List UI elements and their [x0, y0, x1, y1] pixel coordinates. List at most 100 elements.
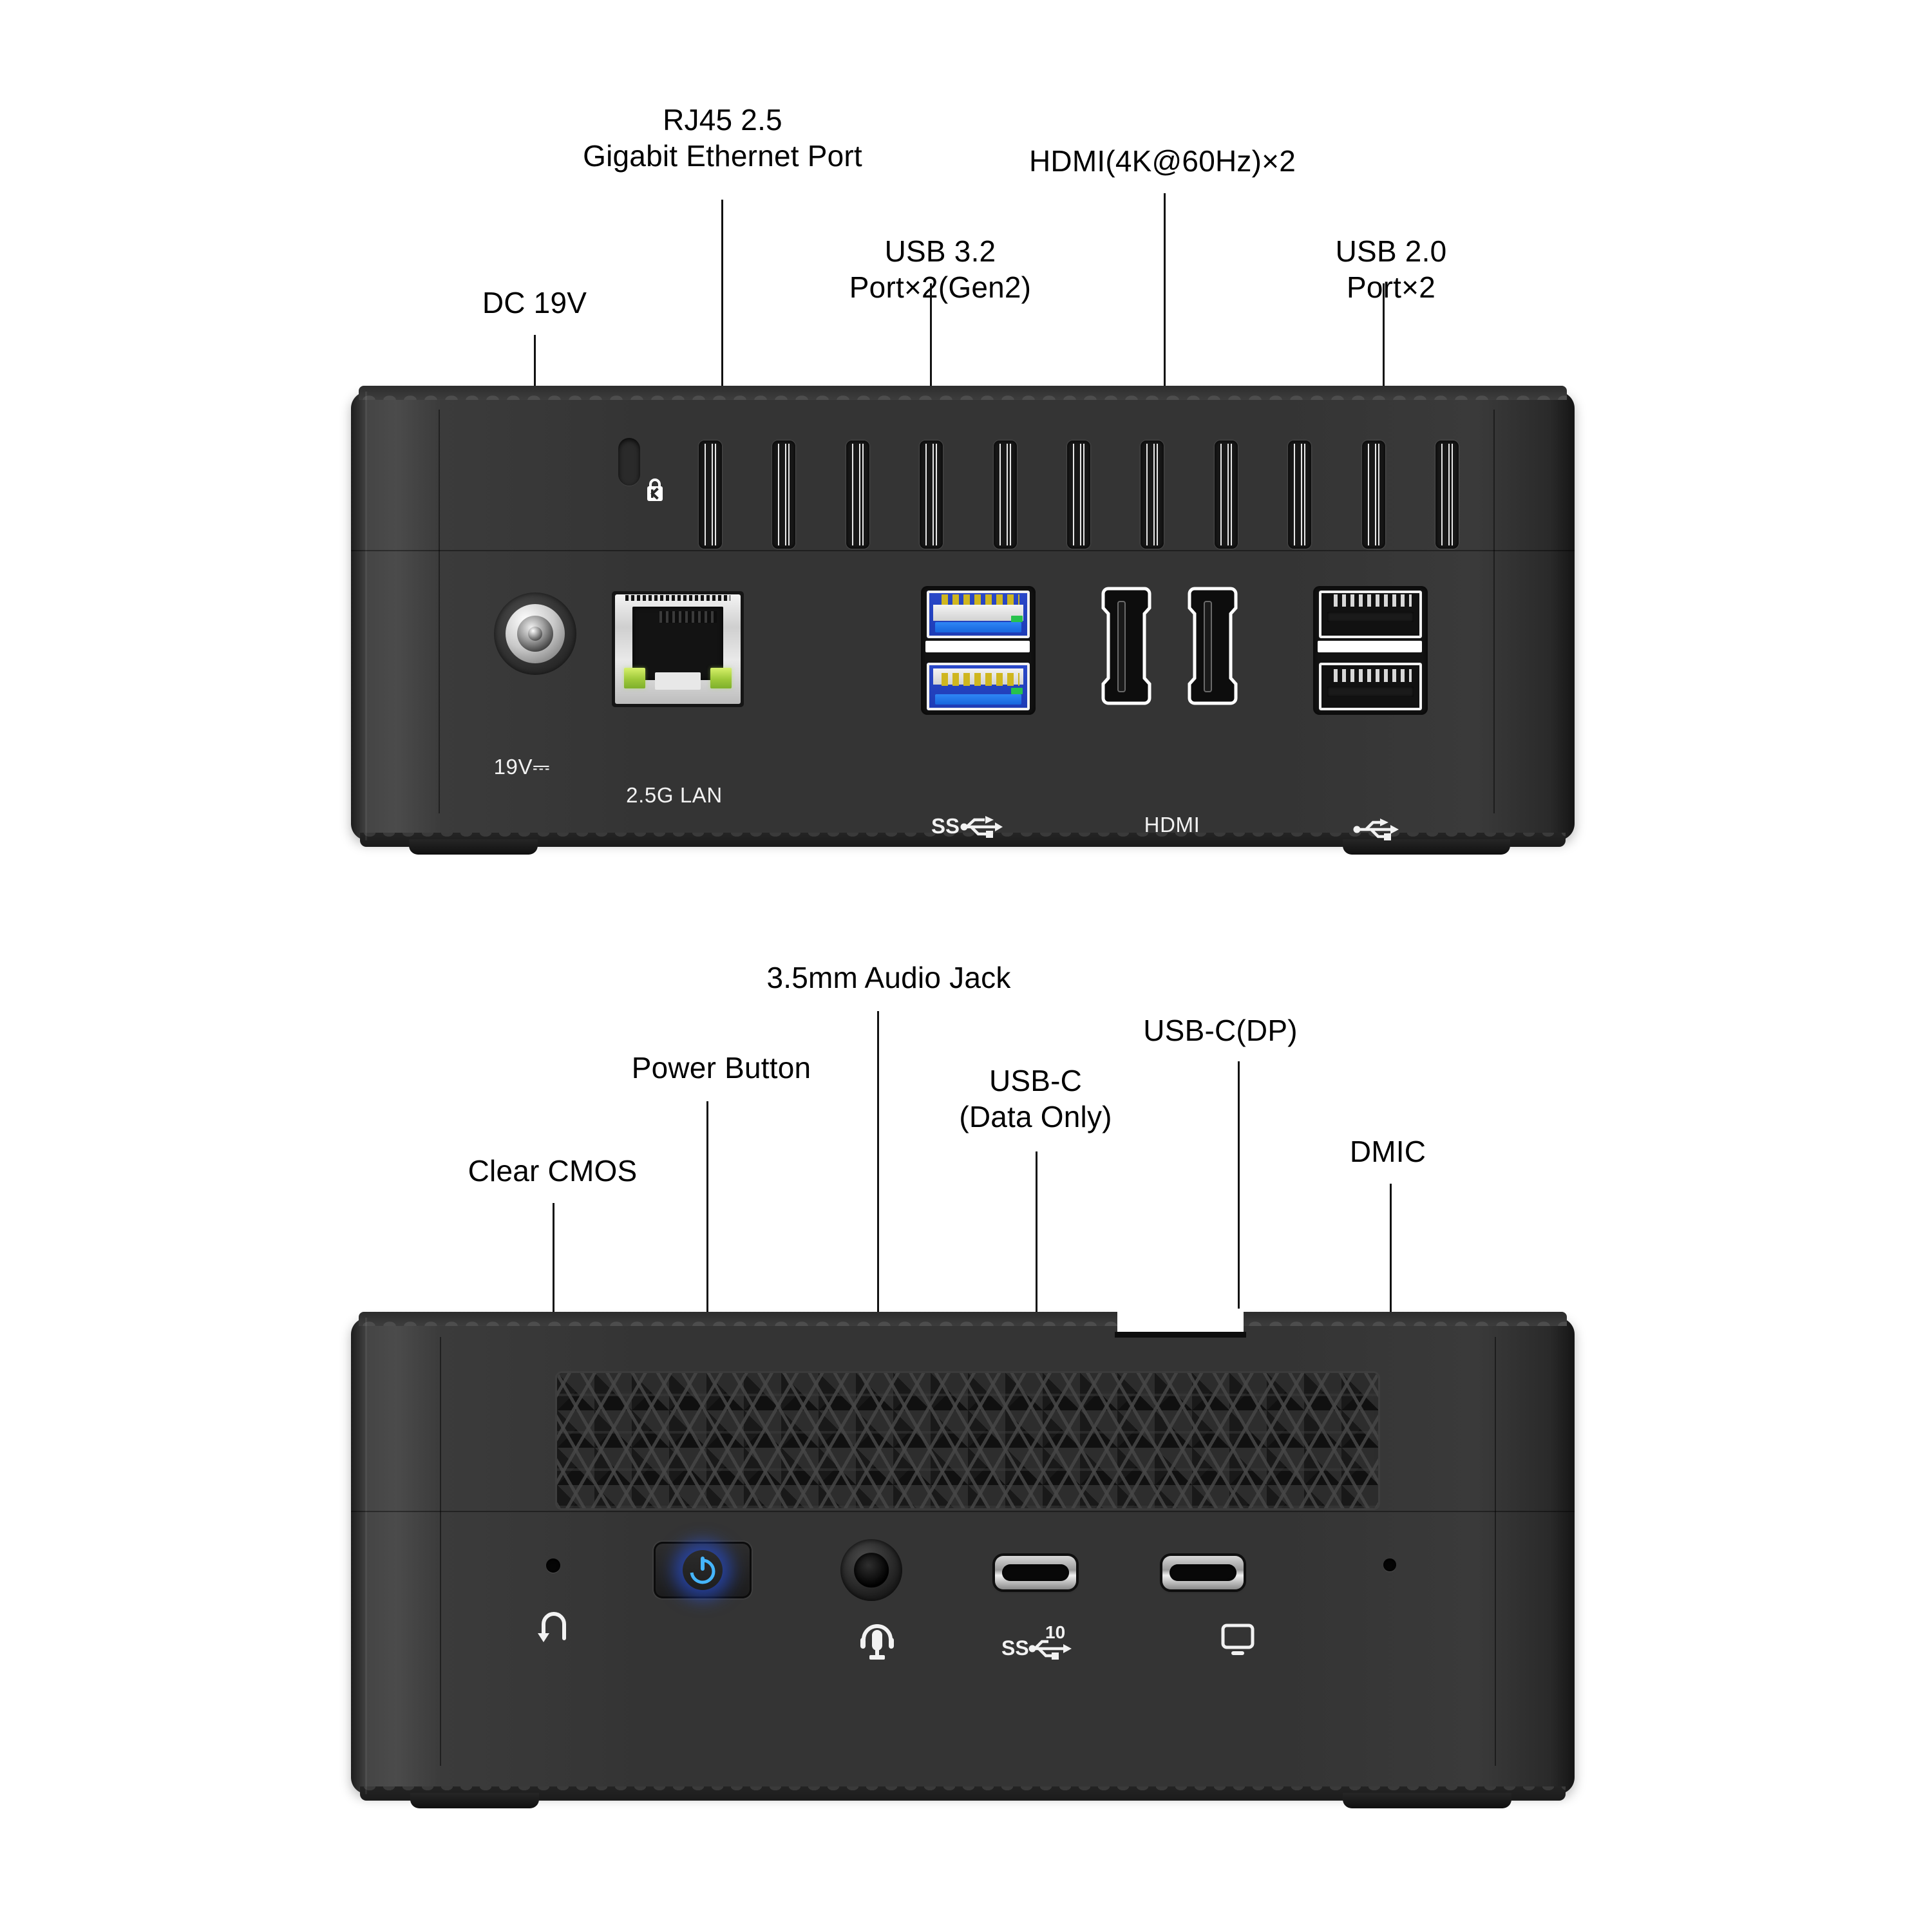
hdmi-port-1[interactable] — [1099, 585, 1153, 707]
svg-text:SS: SS — [1001, 1636, 1029, 1660]
usb-c-port-data[interactable] — [995, 1556, 1076, 1589]
usb-tongue — [933, 605, 1024, 621]
usb-contacts — [1329, 594, 1412, 607]
mesh-lattice — [557, 1373, 1378, 1508]
rear-foot-right — [1343, 839, 1510, 855]
front-mesh-vent — [557, 1373, 1378, 1508]
clear-cmos-pinhole[interactable] — [546, 1558, 560, 1573]
vent-slot — [920, 440, 943, 549]
headset-icon — [858, 1620, 896, 1666]
callout-hdmi: HDMI(4K@60Hz)×2 — [1029, 144, 1296, 178]
vent-slot — [1214, 440, 1238, 549]
rear-bottom-ridge — [360, 833, 1566, 847]
front-foot-left — [410, 1793, 539, 1808]
vent-slot — [1141, 440, 1164, 549]
usb-frame — [927, 663, 1030, 710]
usb-c-port-dp[interactable] — [1162, 1556, 1244, 1589]
rear-foot-left — [409, 839, 538, 855]
ethernet-port-rj45[interactable] — [612, 591, 744, 707]
power-button[interactable] — [654, 1542, 752, 1598]
usb-ground-tab — [1011, 688, 1023, 694]
usb-c-cavity — [1002, 1564, 1069, 1581]
front-left-highlight — [365, 1318, 367, 1794]
audio-jack-hole — [854, 1553, 889, 1587]
callout-audio-jack: 3.5mm Audio Jack — [766, 961, 1011, 994]
rear-seam-right — [1493, 409, 1495, 814]
rj45-pins — [659, 611, 717, 623]
rj45-led-left — [623, 667, 645, 689]
display-icon — [1220, 1623, 1256, 1661]
rear-vent-grille — [699, 440, 1459, 549]
vent-slot — [1361, 440, 1385, 549]
leader-audio-jack — [877, 1011, 879, 1578]
usb-stack-divider — [925, 641, 1030, 652]
vent-slot — [846, 440, 869, 549]
svg-text:SS: SS — [931, 814, 960, 838]
port-label-hdmi: HDMI — [1144, 813, 1200, 837]
dmic-pinhole — [1383, 1558, 1396, 1571]
callout-dc-19v: DC 19V — [482, 286, 587, 319]
power-icon — [690, 1557, 715, 1584]
callout-dmic: DMIC — [1349, 1135, 1426, 1168]
rj45-top-contacts — [625, 595, 731, 601]
usb32-port-lower[interactable] — [927, 663, 1030, 710]
usb-contacts — [937, 673, 1019, 686]
rear-seam-left — [439, 409, 440, 814]
port-label-dc: 19V⎓ — [494, 755, 550, 780]
top-notch-cutout — [1117, 1309, 1244, 1333]
svg-text:10: 10 — [1045, 1623, 1065, 1642]
dc-power-jack[interactable] — [494, 592, 576, 675]
rj45-led-right — [710, 667, 732, 689]
usb-contacts — [1329, 669, 1412, 682]
callout-usb20: USB 2.0 Port×2 — [1335, 234, 1447, 305]
usb32-port-upper[interactable] — [927, 591, 1030, 638]
usb-c-speed-icon: SS 10 — [1001, 1622, 1083, 1666]
usb-frame — [1319, 663, 1422, 710]
vent-slot — [699, 440, 722, 549]
vent-slot — [1435, 440, 1459, 549]
usb-superspeed-icon: SS — [931, 813, 1014, 844]
usb32-port-stack[interactable] — [921, 586, 1036, 715]
front-seam-right — [1495, 1336, 1496, 1766]
vent-slot — [1288, 440, 1312, 549]
rear-top-ridge — [359, 386, 1567, 400]
dc-symbol-icon: ⎓ — [533, 755, 550, 779]
dc-jack-pin — [528, 627, 542, 641]
callout-rj45: RJ45 2.5 Gigabit Ethernet Port — [583, 103, 862, 173]
kensington-lock-slot — [618, 438, 640, 486]
usb-c-cavity — [1170, 1564, 1236, 1581]
rj45-latch-tab — [655, 672, 701, 690]
reset-arrow-icon — [535, 1604, 573, 1649]
usb-contacts — [937, 594, 1019, 607]
usb20-port-upper[interactable] — [1319, 591, 1422, 638]
callout-clear-cmos: Clear CMOS — [468, 1154, 638, 1188]
usb-bar — [1327, 687, 1414, 697]
callout-power-button: Power Button — [631, 1051, 811, 1084]
usb20-port-lower[interactable] — [1319, 663, 1422, 710]
port-label-dc-text: 19V — [493, 755, 533, 779]
usb-stack-divider — [1318, 641, 1422, 652]
rear-left-highlight — [365, 392, 367, 840]
usb-bar — [934, 694, 1022, 705]
usb-bar — [934, 621, 1022, 633]
front-bottom-ridge — [360, 1786, 1566, 1801]
callout-usb32: USB 3.2 Port×2(Gen2) — [849, 234, 1032, 305]
usb-ground-tab — [1011, 616, 1023, 622]
usb-frame — [927, 591, 1030, 638]
vent-slot — [993, 440, 1017, 549]
usb-frame — [1319, 591, 1422, 638]
rj45-shield — [615, 594, 741, 704]
audio-jack-35mm[interactable] — [840, 1539, 902, 1601]
hdmi-port-2[interactable] — [1186, 585, 1240, 707]
usb-icon — [1352, 817, 1407, 846]
front-panel-chassis — [351, 1309, 1575, 1808]
vent-slot — [772, 440, 796, 549]
usb20-port-stack[interactable] — [1313, 586, 1428, 715]
usb-bar — [1327, 611, 1414, 622]
rear-panel-chassis — [351, 386, 1575, 855]
rj45-cavity — [632, 606, 723, 680]
front-top-ridge — [359, 1312, 1567, 1326]
front-plate-divider — [351, 1511, 1575, 1512]
rear-plate-divider — [351, 550, 1575, 551]
